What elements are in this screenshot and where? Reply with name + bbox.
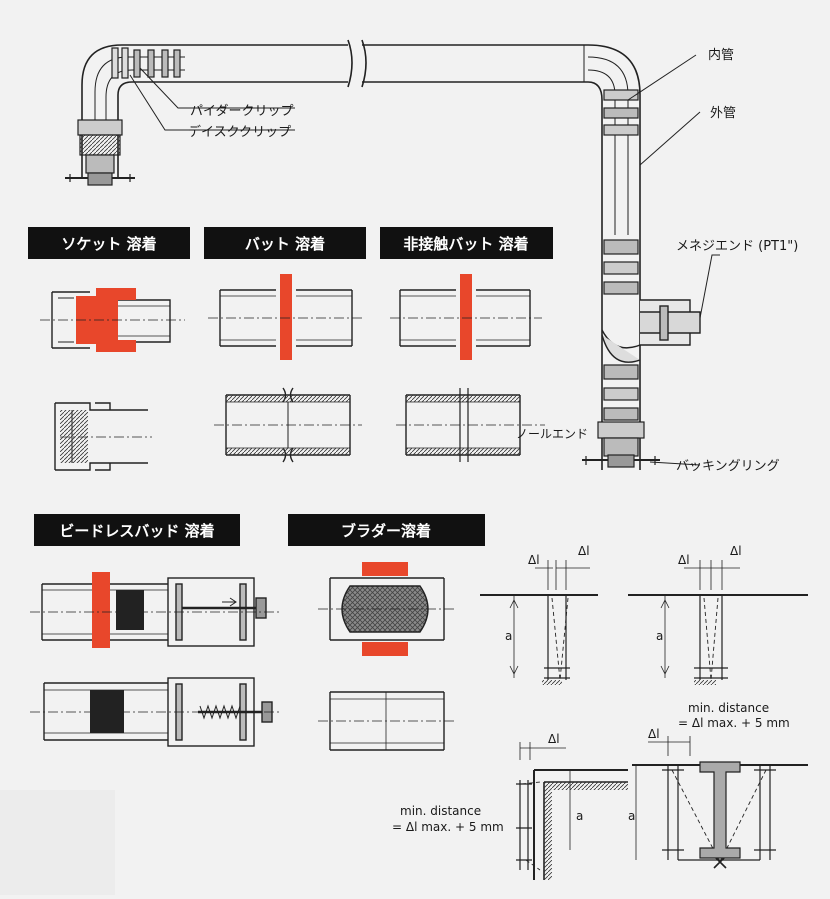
beadless-weld-before: [30, 572, 280, 648]
beadless-weld-after: [30, 677, 280, 747]
delta-l-label: Δl: [730, 544, 742, 558]
expansion-diagram-2: [628, 560, 808, 685]
bladder-weld-before: [318, 562, 456, 656]
min-distance-label: min. distance: [688, 701, 769, 715]
delta-l-label: Δl: [548, 732, 560, 746]
svg-text:ビードレスバッド 溶着: ビードレスバッド 溶着: [59, 522, 214, 540]
packing-ring-label: バッキングリング: [676, 459, 780, 474]
dimension-a-label: a: [576, 809, 583, 823]
expansion-diagram-1: [480, 560, 598, 685]
socket-weld-before: [40, 288, 185, 352]
dimension-a-label: a: [505, 629, 512, 643]
seal-end-label: ノールエンド: [516, 427, 588, 441]
min-distance-formula: = Δl max. + 5 mm: [678, 716, 790, 730]
expansion-diagram-4: [632, 736, 808, 869]
min-distance-label: min. distance: [400, 804, 481, 818]
disc-clip-label: デイスククリップ: [188, 124, 291, 140]
expansion-diagram-3: [516, 742, 628, 880]
section-header-bladder: ブラダー溶着: [288, 514, 485, 546]
outer-pipe-label: 外管: [710, 106, 736, 121]
pipe-leader-lines: [129, 54, 720, 466]
spider-clip-label: パイダークリップ: [190, 104, 293, 119]
socket-weld-after: [54, 402, 152, 471]
section-header-noncontact-butt: 非接触バット 溶着: [380, 227, 553, 259]
dimension-a-label: a: [656, 629, 663, 643]
svg-text:バット 溶着: バット 溶着: [245, 235, 325, 253]
svg-text:非接触バット 溶着: 非接触バット 溶着: [403, 235, 528, 253]
butt-weld-after: [214, 387, 362, 463]
butt-weld-before: [208, 274, 362, 360]
female-end-label: メネジエンド (PT1"): [676, 239, 798, 254]
delta-l-label: Δl: [648, 727, 660, 741]
double-wall-pipe-assembly: [65, 39, 701, 470]
svg-text:ソケット 溶着: ソケット 溶着: [61, 235, 156, 253]
inner-pipe-label: 内管: [708, 47, 734, 63]
delta-l-label: Δl: [578, 544, 590, 558]
bladder-weld-after: [318, 691, 456, 751]
delta-l-label: Δl: [678, 553, 690, 567]
min-distance-formula: = Δl max. + 5 mm: [392, 820, 504, 834]
svg-text:ブラダー溶着: ブラダー溶着: [341, 522, 431, 540]
noncontact-weld-after: [396, 388, 545, 462]
delta-l-label: Δl: [528, 553, 540, 567]
noncontact-weld-before: [390, 274, 542, 360]
blank-corner: [0, 790, 115, 895]
dimension-a-label: a: [628, 809, 635, 823]
section-header-socket: ソケット 溶着: [28, 227, 190, 259]
section-header-butt: バット 溶着: [204, 227, 366, 259]
section-header-beadless: ビードレスバッド 溶着: [34, 514, 240, 546]
